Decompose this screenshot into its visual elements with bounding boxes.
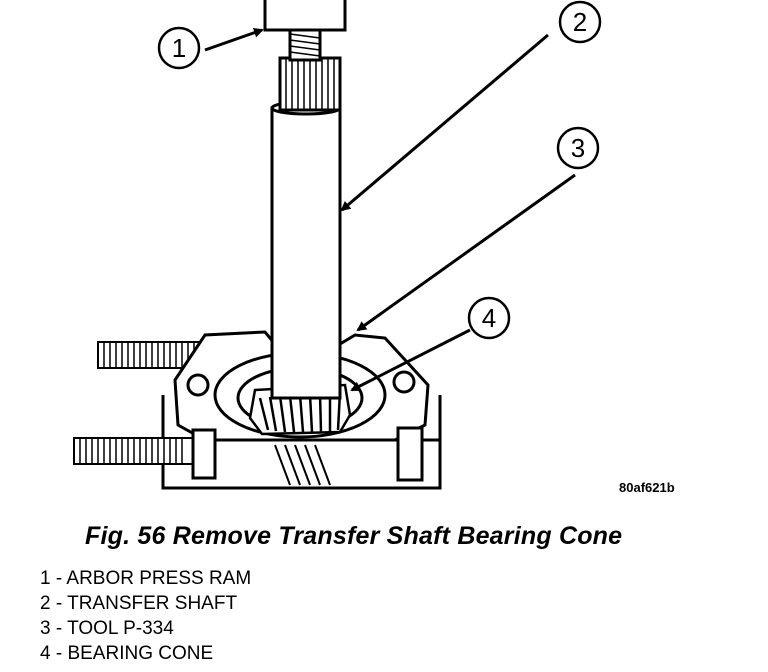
callout-2: 2: [558, 0, 602, 44]
svg-text:4: 4: [482, 303, 496, 333]
arbor-press-ram: [263, 0, 347, 62]
callout-1: 1: [157, 26, 201, 70]
figure-caption: Fig. 56 Remove Transfer Shaft Bearing Co…: [85, 522, 623, 550]
legend-item: 1 - ARBOR PRESS RAM: [40, 568, 252, 589]
legend-item: 4 - BEARING CONE: [40, 643, 214, 664]
legend-list: 1 - ARBOR PRESS RAM 2 - TRANSFER SHAFT 3…: [40, 566, 251, 666]
figure-id-code: 80af621b: [619, 480, 675, 495]
callout-4: 4: [467, 296, 511, 340]
svg-text:2: 2: [573, 7, 587, 37]
leader-lines: [204, 27, 576, 392]
legend-item: 3 - TOOL P-334: [40, 618, 174, 639]
svg-text:1: 1: [172, 33, 186, 63]
svg-text:3: 3: [571, 133, 585, 163]
transfer-shaft: [270, 56, 342, 400]
callout-3: 3: [556, 126, 600, 170]
diagram-illustration: 1 2 3 4: [73, 0, 602, 490]
legend-item: 2 - TRANSFER SHAFT: [40, 593, 238, 614]
gear-teeth: [274, 444, 331, 486]
